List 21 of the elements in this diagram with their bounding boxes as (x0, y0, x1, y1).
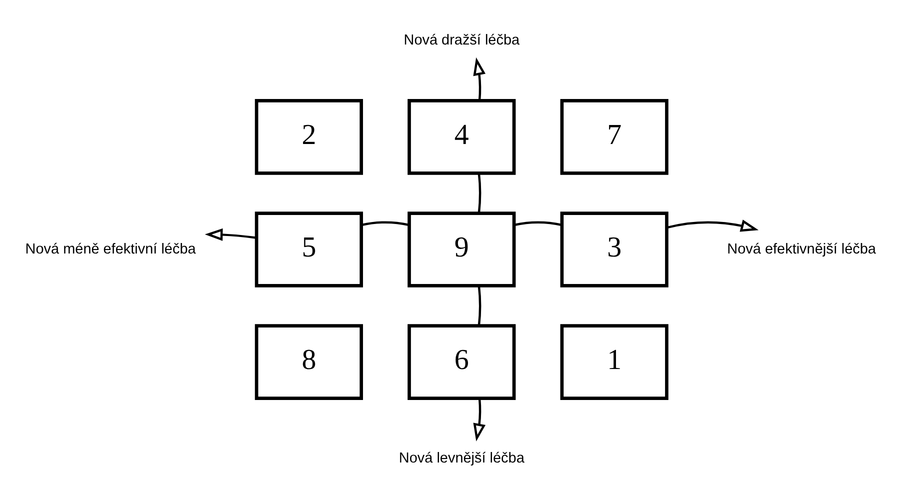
node-text: Nová méně efektivní léčba (25, 241, 196, 258)
node-box: 2 (254, 99, 363, 175)
node-box: 8 (254, 324, 363, 400)
node-box: 6 (408, 324, 516, 400)
arrow (473, 57, 486, 100)
node-box: 1 (560, 324, 668, 400)
node-text: Nová dražší léčba (404, 32, 520, 48)
connector (514, 221, 562, 226)
arrow (666, 220, 759, 232)
connector (478, 173, 482, 214)
node-box: 3 (560, 212, 668, 288)
node-text: Nová efektivnější léčba (727, 241, 876, 258)
node-box: 7 (560, 99, 668, 175)
node-box: 5 (254, 212, 363, 288)
node-box: 9 (408, 212, 516, 288)
node-box: 4 (408, 99, 516, 175)
node-text: Nová levnější léčba (398, 450, 524, 466)
connector (361, 221, 410, 226)
arrow (473, 398, 486, 442)
connector (478, 286, 482, 326)
arrow (204, 228, 256, 241)
